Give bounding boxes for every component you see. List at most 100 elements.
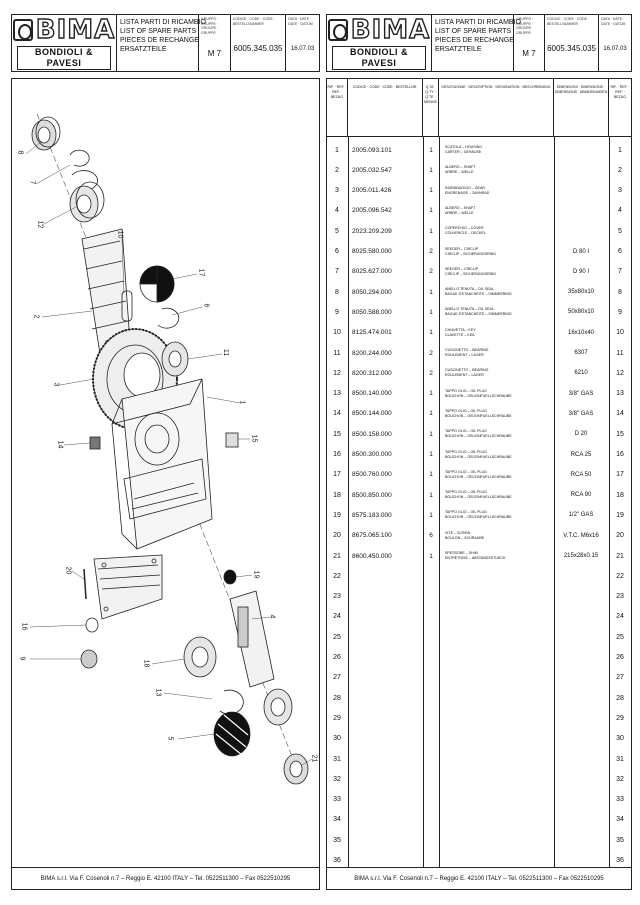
ref-number: 8 [335, 288, 339, 296]
description-line-1: ALBERO – SHAFT [445, 165, 476, 170]
part-dimension: D 80 I [572, 248, 589, 255]
key-part [121, 290, 133, 322]
oil-seal-part [31, 116, 61, 151]
part-qty: 2 [429, 268, 433, 276]
ref-number-right: 26 [616, 654, 624, 661]
part-code: 8500.158.000 [352, 430, 392, 438]
part-code [349, 648, 423, 668]
part-code: 8500.140.000 [352, 390, 392, 398]
ref-number: 26 [333, 654, 341, 661]
part-code [349, 790, 423, 810]
part-dimension: RCA 25 [570, 451, 592, 458]
description-line-1: VITE – SCREW [445, 530, 471, 535]
ref-number: 10 [333, 329, 341, 337]
part-code: 2005.011.426 [352, 187, 392, 195]
oil-plug-disc [139, 265, 175, 303]
ref-number-right: 20 [616, 532, 624, 540]
col-divider [554, 137, 555, 867]
part-code: 8200.244.000 [352, 349, 392, 357]
part-qty: 1 [429, 308, 433, 316]
ref-number: 31 [333, 755, 341, 763]
ref-number-right: 14 [616, 410, 624, 418]
description-line-2: COUVERCLE – DECKEL [445, 231, 486, 236]
part-qty: 1 [429, 491, 433, 499]
description-line-2: BOULON – SCHRAUBE [445, 535, 485, 540]
part-dimension [555, 160, 607, 180]
ref-number-right: 15 [616, 430, 624, 438]
part-code [349, 729, 423, 749]
part-qty: 1 [429, 511, 433, 519]
ref-number: 19 [333, 511, 341, 519]
callout-label: 21 [310, 754, 318, 763]
date-value: 16.07.03 [603, 45, 627, 52]
brand-logo: BIMA BONDIOLI & PAVESI [12, 15, 117, 71]
description-line-1: TAPPO OLIO – OIL PLUG [445, 388, 487, 393]
exploded-view-svg [25, 113, 313, 785]
code-label: CODICE · CODE · CODE · BESTELLNUMMER [232, 17, 275, 26]
date-label: DATA · DATE · DATE · DATUM [288, 17, 313, 26]
col-divider [439, 137, 440, 867]
col-header-dim: DIMENSIONI · DIMENSIONS · DIMENSIONS · A… [554, 79, 609, 137]
title-en: LIST OF SPARE PARTS [120, 28, 197, 35]
part-dimension [555, 668, 607, 688]
part-code [349, 587, 423, 607]
part-code [349, 830, 423, 850]
group-value: M 7 [522, 48, 536, 58]
ref-number: 3 [335, 187, 339, 195]
part-dimension: 50x80x10 [567, 309, 595, 316]
part-code [349, 607, 423, 627]
title-it: LISTA PARTI DI RICAMBIO [120, 19, 206, 26]
part-code: 8025.627.000 [352, 268, 392, 276]
ref-number: 16 [333, 451, 341, 458]
callout-label: 1 [238, 400, 246, 405]
part-description [445, 587, 557, 607]
description-line-2: BOUCHON – OELEINFUELLSCHRAUBE [445, 393, 512, 398]
description-line-2: BOUCHON – OELEINFUELLSCHRAUBE [445, 413, 512, 418]
callout-label: 4 [268, 614, 276, 619]
part-dimension: 6307 [574, 350, 588, 356]
title-en: LIST OF SPARE PARTS [435, 28, 512, 35]
part-dimension: 16x10x40 [567, 329, 595, 336]
leader-lines [25, 140, 313, 766]
part-dimension: 3/8" GAS [568, 410, 594, 417]
ref-number: 5 [335, 227, 339, 235]
ref-number: 6 [335, 248, 339, 255]
part-qty: 2 [429, 349, 433, 357]
ref-number: 35 [333, 836, 341, 844]
part-dimension: 215x28x0.15 [563, 553, 599, 559]
part-code [349, 810, 423, 830]
description-line-1: CUSCINETTO – BEARING [445, 368, 489, 373]
ref-number: 12 [333, 369, 341, 377]
callout-label: 17 [197, 268, 205, 277]
ref-number: 21 [333, 552, 341, 560]
code-cell: CODICE · CODE · CODE · BESTELLNUMMER 600… [231, 15, 287, 71]
part-qty: 1 [429, 329, 433, 337]
callout-label: 11 [222, 348, 230, 357]
description-line-1: TAPPO OLIO – OIL PLUG [445, 510, 487, 515]
ref-number: 24 [333, 613, 341, 621]
date-cell: DATA · DATE · DATE · DATUM 16.07.03 [599, 15, 631, 71]
part-code [349, 566, 423, 586]
code-value: 6005.345.035 [547, 44, 596, 53]
description-line-1: TAPPO OLIO – OIL PLUG [445, 449, 487, 454]
description-line-1: CUSCINETTO – BEARING [445, 348, 489, 352]
brand-logo: BIMA BONDIOLI & PAVESI [327, 15, 432, 71]
part-qty [424, 566, 438, 586]
date-cell: DATA · DATE · DATE · DATUM 16.07.03 [286, 15, 319, 71]
